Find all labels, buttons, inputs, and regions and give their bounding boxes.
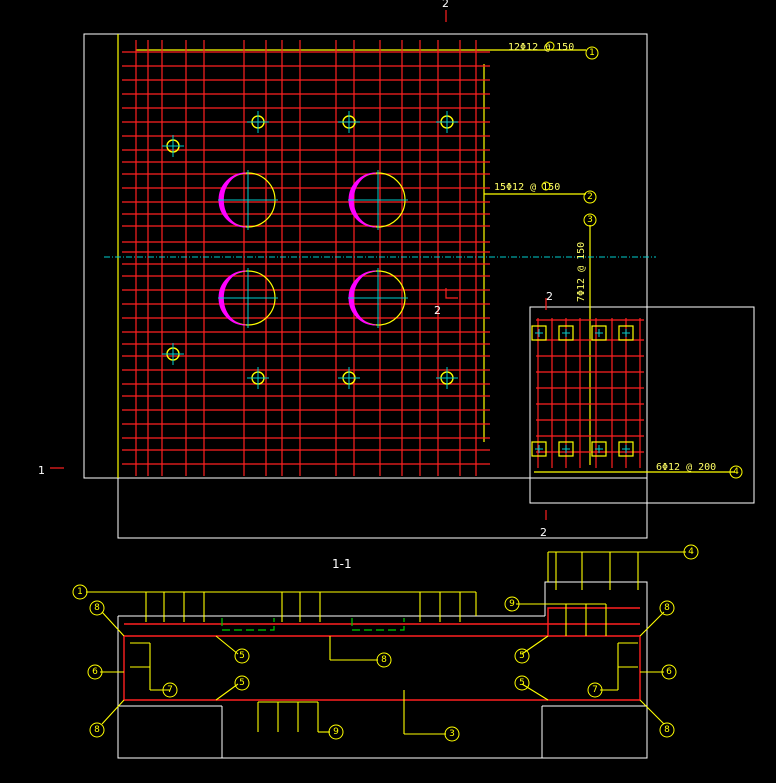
sec-bubble-9-right: 9 [509, 599, 515, 609]
square-outline [618, 325, 634, 341]
bubble-3-vertical: 3 [587, 215, 593, 225]
plan-callout-bubbles [541, 41, 743, 479]
section-rebar [123, 607, 641, 701]
section-stirrup-ticks [145, 552, 639, 732]
square-outline [618, 441, 634, 457]
rebar-note-top: 12Φ12 @ 150 [508, 42, 574, 53]
section-green-recess [221, 618, 405, 631]
hole-crescent [218, 270, 247, 326]
rebar-note-vertical: 7Φ12 @ 150 [576, 242, 587, 302]
slab-square-6 [591, 441, 607, 457]
sec-bubble-8-mid: 8 [381, 655, 387, 665]
cut-marks [50, 10, 547, 520]
sec-bubble-5-d: 5 [519, 678, 525, 688]
cut-label-top: 2 [442, 0, 449, 10]
bubble-2-mid: 2 [587, 192, 593, 202]
sec-bubble-8-tr: 8 [664, 603, 670, 613]
sec-bubble-6-left: 6 [92, 667, 98, 677]
sec-bubble-8-br: 8 [664, 725, 670, 735]
large-holes [218, 170, 408, 328]
slab-square-7 [618, 441, 634, 457]
sec-bubble-5-c: 5 [519, 651, 525, 661]
anchor-circle-3 [162, 135, 184, 157]
anchor-circle-6 [338, 367, 360, 389]
large-hole-0 [218, 170, 278, 230]
plan-outlines [83, 33, 755, 539]
sec-bubble-8-bl: 8 [94, 725, 100, 735]
plan-rebar-grid [122, 40, 490, 476]
slab-square-2 [591, 325, 607, 341]
anchor-circle-7 [436, 367, 458, 389]
section-bubbles [72, 544, 699, 742]
square-outline [531, 325, 547, 341]
sec-bubble-6-right: 6 [666, 667, 672, 677]
rebar-note-mid: 15Φ12 @ 150 [494, 182, 560, 193]
hole-crescent [348, 270, 377, 326]
anchor-circle-2 [436, 111, 458, 133]
square-outline [591, 441, 607, 457]
square-outline [558, 325, 574, 341]
sec-bubble-9-bottom: 9 [333, 727, 339, 737]
slab-square-5 [558, 441, 574, 457]
square-outline [558, 441, 574, 457]
slab-square-0 [531, 325, 547, 341]
sec-bubble-5-b: 5 [239, 678, 245, 688]
bubble-4-bottom: 4 [733, 467, 739, 477]
large-hole-3 [348, 268, 408, 328]
section-outline [117, 581, 648, 759]
rebar-note-bottom: 6Φ12 @ 200 [656, 462, 716, 473]
square-outline [591, 325, 607, 341]
large-hole-1 [348, 170, 408, 230]
sec-bubble-1: 1 [77, 587, 83, 597]
hole-crescent [218, 172, 247, 228]
anchor-circles [162, 111, 458, 389]
sec-bubble-3-bottom: 3 [449, 729, 455, 739]
sec-bubble-7-right: 7 [592, 685, 598, 695]
sec-bubble-7-left: 7 [167, 685, 173, 695]
cut-label-left: 1 [38, 464, 45, 477]
cut-label-small: 2 [546, 290, 553, 303]
anchor-circle-4 [162, 343, 184, 365]
slab-square-4 [531, 441, 547, 457]
slab-square-3 [618, 325, 634, 341]
sec-bubble-5-a: 5 [239, 651, 245, 661]
sec-bubble-4: 4 [688, 547, 694, 557]
side-slab-squares [531, 325, 634, 457]
bubble-1-top: 1 [589, 48, 595, 58]
anchor-circle-5 [247, 367, 269, 389]
anchor-circle-1 [338, 111, 360, 133]
plan-yellow-frame [117, 34, 735, 478]
large-hole-2 [218, 268, 278, 328]
square-outline [531, 441, 547, 457]
section-title: 1-1 [332, 557, 352, 571]
hole-crescent [348, 172, 377, 228]
section-leaders [86, 551, 686, 735]
slab-square-1 [558, 325, 574, 341]
sec-bubble-8-tl: 8 [94, 603, 100, 613]
cut-label-mid: 2 [434, 304, 441, 317]
cut-label-bottom: 2 [540, 526, 547, 539]
anchor-circle-0 [247, 111, 269, 133]
